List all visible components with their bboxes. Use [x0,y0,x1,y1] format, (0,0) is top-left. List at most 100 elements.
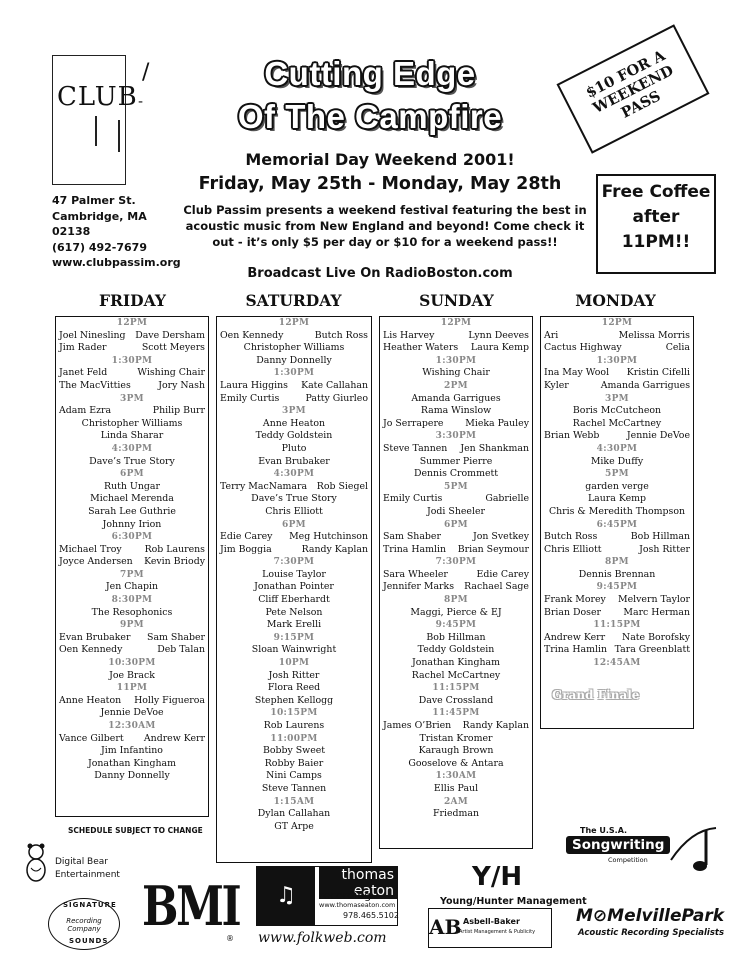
performer: Dave Dersham [135,329,205,341]
performer: Andrew Kerr [143,732,205,744]
performer: Sarah Lee Guthrie [88,505,176,517]
time-slot: 10PM [278,658,310,669]
signature-top: SIGNATURE [63,901,117,909]
performer: Joel Ninesling [59,329,126,341]
performer: Jim Boggia [220,543,272,555]
bear-icon [26,843,46,882]
performer: Butch Ross [544,531,598,543]
performer: GT Arpe [274,820,314,832]
performer: Jodi Sheeler [427,505,485,517]
performer: Jim Rader [59,342,107,354]
performer: Michael Merenda [90,493,174,505]
performer: Rachel McCartney [572,417,662,429]
time-slot: 3PM [282,406,306,417]
performer: Christopher Williams [81,417,183,429]
performer: Janet Feld [59,367,108,379]
performer: Bobby Sweet [262,745,326,757]
performer: Wishing Chair [422,367,490,379]
performer: Adam Ezra [59,405,112,417]
song-comp: Competition [608,856,648,864]
performer: Randy Kaplan [301,543,368,555]
digital-bear-text: Digital Bear Entertainment [55,856,120,882]
folkweb-url: www.folkweb.com [258,930,387,946]
performer: Linda Sharar [100,430,164,442]
performer: Holly Figueroa [134,694,205,706]
time-slot: 2AM [443,796,469,807]
time-slot: 12PM [601,318,633,328]
melville-mp-icon: M⊘ [576,906,608,926]
time-slot: 11:15PM [593,620,641,631]
address-city: Cambridge, MA [52,209,147,223]
performer: Brian Webb [544,430,600,442]
performer-pair: Emily Curtis Gabrielle [380,493,532,506]
time-slot: 3PM [120,393,144,404]
performer: Steve Tannen [383,442,448,454]
performer: Pete Nelson [265,606,323,618]
time-slot: 5PM [444,481,468,492]
time-slot: 9PM [120,620,144,631]
performer: Gabrielle [485,493,529,505]
performer: Josh Ritter [268,669,320,681]
asbell-baker-name: Asbell-Baker [463,917,520,926]
performer-pair: Joel Ninesling Dave Dersham [56,330,208,343]
thomas-eaton-logo: ♫ thomas eaton recording www.thomaseaton… [256,866,399,926]
performer: Danny Donnelly [256,354,332,366]
performer: Jim Infantino [101,745,163,757]
performer: Summer Pierre [419,455,493,467]
day-heading-sunday: SUNDAY [419,291,494,310]
time-slot: 1:30AM [435,771,477,782]
music-note-icon [670,827,717,871]
performer: Vance Gilbert [59,732,124,744]
performer: Jonathan Pointer [254,581,334,593]
club-address: 47 Palmer St. Cambridge, MA 02138 (617) … [52,193,181,271]
event-dates: Friday, May 25th - Monday, May 28th [198,174,562,194]
signature-sounds-logo: SIGNATURE Recording Company SOUNDS [48,898,120,950]
musician-icon: ♫ [257,867,315,925]
time-slot: 6PM [120,469,144,480]
time-slot: 6PM [282,519,306,530]
day-heading-friday: FRIDAY [99,291,166,310]
logo-slash-mark: / [142,60,150,85]
performer: Rama Winslow [420,405,492,417]
performer: Jen Chapin [105,581,159,593]
time-slot: 6:45PM [596,519,638,530]
performer: Evan Brubaker [258,455,330,467]
time-slot: 3PM [605,393,629,404]
time-slot: 8PM [444,595,468,606]
performer: Mike Duffy [590,455,644,467]
performer: Laura Kemp [470,342,529,354]
thomas-eaton-line2: eaton [353,883,394,899]
performer: Danny Donnelly [94,770,170,782]
performer: Edie Carey [476,568,529,580]
performer: Dylan Callahan [257,808,331,820]
signature-bottom: SOUNDS [69,937,109,945]
performer: Laura Higgins [220,379,288,391]
performer: Sara Wheeler [383,568,448,580]
performer: Stephen Kellogg [254,694,334,706]
performer: Sloan Wainwright [251,644,337,656]
performer: Jennifer Marks [383,581,455,593]
performer: Rob Laurens [263,720,325,731]
performer: Christopher Williams [243,342,345,354]
performer: Wishing Chair [137,367,205,379]
performer: Scott Meyers [141,342,205,354]
performer: Emily Curtis [383,493,443,505]
time-slot: 7:30PM [435,557,477,568]
performer: Kristin Cifelli [626,367,690,379]
time-slot: 1:15AM [273,796,315,807]
